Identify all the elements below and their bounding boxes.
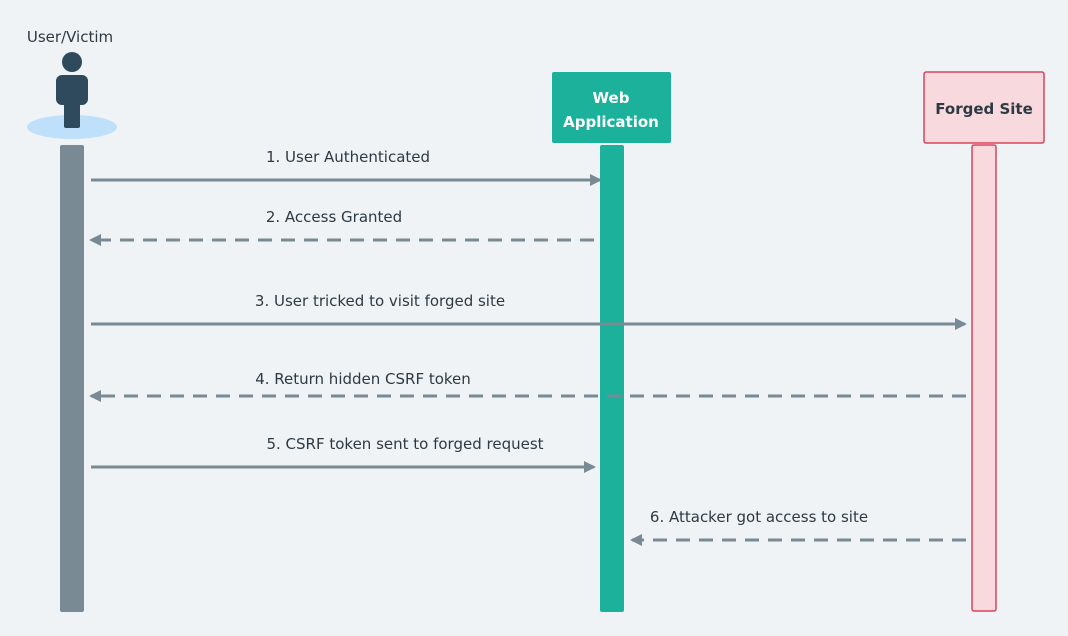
webapp-lifeline [600, 145, 624, 612]
message-4: 4. Return hidden CSRF token [89, 370, 966, 402]
message-2: 2. Access Granted [89, 208, 594, 246]
message-5: 5. CSRF token sent to forged request [91, 435, 596, 473]
participant-forged: Forged Site [923, 71, 1045, 612]
participant-webapp: Web Application [552, 72, 671, 612]
message-1: 1. User Authenticated [91, 148, 602, 186]
webapp-label-line2: Application [563, 113, 659, 131]
message-3: 3. User tricked to visit forged site [91, 292, 967, 330]
message-label: 6. Attacker got access to site [650, 508, 868, 526]
message-6: 6. Attacker got access to site [630, 508, 966, 546]
message-label: 5. CSRF token sent to forged request [266, 435, 543, 453]
message-label: 3. User tricked to visit forged site [255, 292, 505, 310]
message-label: 2. Access Granted [266, 208, 402, 226]
person-icon [27, 52, 117, 139]
webapp-box [552, 72, 671, 143]
message-label: 4. Return hidden CSRF token [255, 370, 471, 388]
user-lifeline [60, 145, 84, 612]
forged-box [923, 71, 1045, 144]
participant-user: User/Victim [27, 28, 117, 612]
user-label: User/Victim [27, 28, 113, 46]
forged-label: Forged Site [935, 100, 1033, 118]
message-label: 1. User Authenticated [266, 148, 430, 166]
webapp-label-line1: Web [593, 89, 630, 107]
forged-lifeline [971, 144, 997, 612]
